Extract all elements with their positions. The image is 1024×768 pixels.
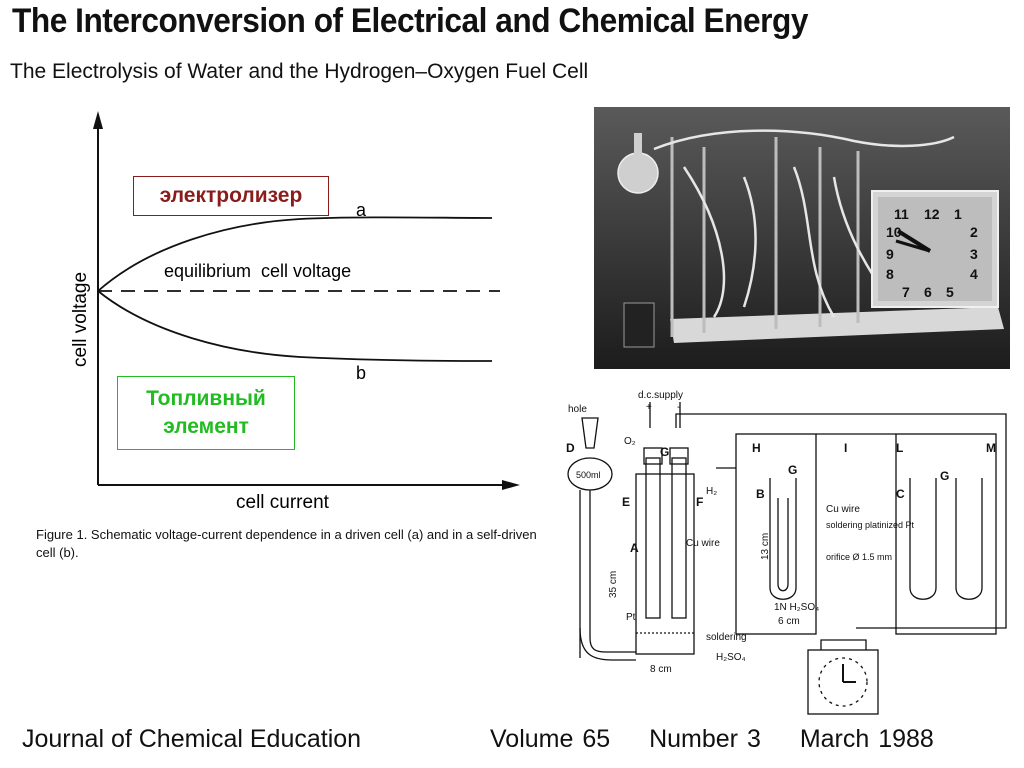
dim-13-label: 13 cm [760, 533, 771, 560]
figure1-caption: Figure 1. Schematic voltage-current depe… [36, 527, 537, 560]
page-title: The Interconversion of Electrical and Ch… [12, 2, 808, 40]
photo-clock-numbers: 11 12 1 10 2 9 3 8 4 7 6 5 [886, 206, 978, 300]
svg-text:6: 6 [924, 284, 932, 300]
cell-a-electrode-left [645, 457, 661, 619]
cu-wire-label-b: Cu wire [826, 504, 860, 515]
cell-c-u-tube [909, 478, 937, 600]
svg-text:7: 7 [902, 284, 910, 300]
curve-a-label: a [356, 200, 367, 220]
letter-g: G [660, 445, 669, 459]
cell-a [635, 473, 695, 655]
letter-f: F [696, 495, 703, 509]
svg-text:10: 10 [886, 224, 902, 240]
pt-label: Pt [626, 612, 636, 623]
x-axis-label: cell current [236, 492, 330, 513]
cell-a-stopper-right [669, 447, 689, 465]
soldering-platinized-label: soldering platinized Pt [826, 520, 915, 530]
page-subtitle: The Electrolysis of Water and the Hydrog… [10, 60, 589, 83]
letter-c: C [896, 487, 905, 501]
nh2so4-label: 1N H₂SO₄ [774, 602, 819, 613]
reservoir-tube-bottom [589, 637, 636, 653]
dim-6-label: 6 cm [778, 616, 800, 627]
letter-e: E [622, 495, 630, 509]
cell-a-stopper-left [643, 447, 663, 465]
schematic-clock [807, 649, 879, 715]
fuel-cell-label: Топливный элемент [117, 376, 295, 450]
journal-name: Journal of Chemical Education [22, 725, 362, 753]
photo-beaker [623, 302, 655, 348]
y-axis-arrow [93, 111, 103, 129]
curve-b-label: b [356, 363, 366, 383]
top-tubing [675, 413, 1007, 629]
svg-text:3: 3 [970, 246, 978, 262]
cell-a-electrode-right [671, 457, 687, 619]
journal-date: March 1988 [799, 725, 934, 753]
supply-label: d.c.supply [638, 390, 683, 401]
letter-l: L [896, 441, 903, 455]
svg-text:4: 4 [970, 266, 978, 282]
svg-text:2: 2 [970, 224, 978, 240]
journal-volume: Volume 65 [490, 725, 611, 753]
photo-stands [670, 137, 860, 337]
fuel-cell-label-line1: Топливный [146, 387, 266, 410]
figure1-graph: a b equilibrium cell voltage cell curren… [70, 111, 520, 513]
letter-h: H [752, 441, 761, 455]
svg-text:5: 5 [946, 284, 954, 300]
y-axis-label: cell voltage [70, 272, 91, 367]
letter-g-b: G [788, 463, 797, 477]
volume-label: 500ml [576, 470, 601, 480]
photo-base-plate [670, 307, 1004, 343]
svg-text:9: 9 [886, 246, 894, 262]
letter-i: I [844, 441, 847, 455]
apparatus-photo: 11 12 1 10 2 9 3 8 4 7 6 5 [594, 107, 1010, 369]
h2so4-label: H₂SO₄ [716, 652, 746, 663]
orifice-label: orifice Ø 1.5 mm [826, 552, 892, 562]
schematic-clock-face [818, 657, 868, 707]
letter-b: B [756, 487, 765, 501]
journal-issue: Volume 65 Number 3 March 1988 [490, 725, 964, 754]
letter-a: A [630, 541, 639, 555]
cell-b-frame [735, 433, 817, 635]
photo-clock-face [878, 197, 992, 301]
funnel [581, 417, 599, 449]
photo-clock-hand-hour [896, 229, 932, 253]
o2-label: O₂ [624, 436, 636, 447]
svg-text:11: 11 [894, 206, 909, 222]
photo-flask [617, 152, 659, 194]
clock-wires [820, 639, 867, 650]
svg-text:1: 1 [954, 206, 962, 222]
curve-b [97, 290, 493, 362]
letter-m: M [986, 441, 996, 455]
letter-g-c: G [940, 469, 949, 483]
h2-label: H₂ [706, 486, 717, 497]
soldering-label: soldering [706, 632, 747, 643]
supply-plus: + [646, 402, 652, 413]
electrolyzer-label: электролизер [133, 176, 329, 216]
fuel-cell-label-line2: элемент [163, 415, 249, 438]
x-axis-arrow [502, 480, 520, 490]
cell-c-u-tube-2 [955, 478, 983, 600]
journal-number: Number 3 [649, 725, 761, 753]
cell-c-frame [895, 433, 997, 635]
equilibrium-label: equilibrium cell voltage [164, 261, 351, 281]
cell-b-u-tube [769, 478, 797, 600]
apparatus-schematic: d.c.supply + - hole 500ml O₂ H₂ Cu wire … [566, 390, 1007, 715]
dim-35-label: 35 cm [608, 571, 619, 598]
svg-text:12: 12 [924, 206, 940, 222]
dim-8-label: 8 cm [650, 664, 672, 675]
cu-wire-label: Cu wire [686, 538, 720, 549]
svg-text:8: 8 [886, 266, 894, 282]
letter-d: D [566, 441, 575, 455]
supply-minus: - [677, 402, 680, 413]
photo-flask-neck [634, 133, 642, 157]
photo-clock-hand-minute [895, 239, 931, 253]
curve-a [97, 216, 493, 292]
cell-b-u-tube-inner [777, 498, 789, 592]
hole-label: hole [568, 404, 587, 415]
